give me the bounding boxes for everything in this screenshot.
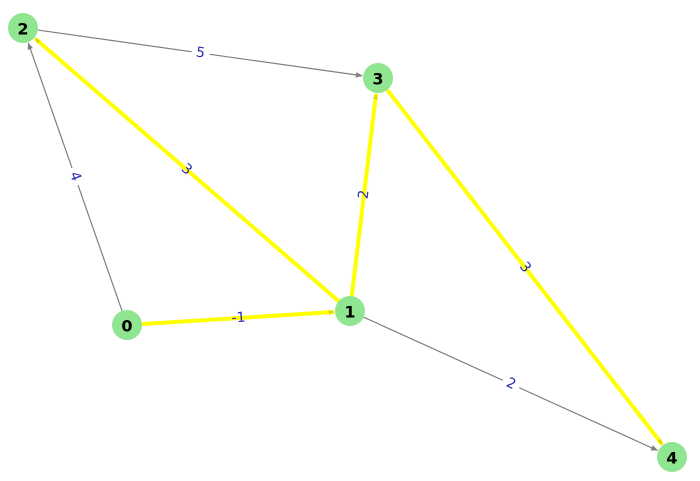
node-label: 3	[372, 70, 383, 89]
node-1[interactable]: 1	[335, 296, 365, 326]
node-label: 0	[121, 317, 132, 336]
node-0[interactable]: 0	[112, 310, 142, 340]
edge-label-1-to-3: 2	[356, 189, 373, 200]
node-circle[interactable]	[363, 63, 393, 93]
edge-weight-label: 2	[356, 189, 373, 200]
edge-weight-label: -1	[231, 310, 246, 327]
node-circle[interactable]	[112, 310, 142, 340]
node-label: 4	[666, 449, 677, 468]
edges-layer	[27, 29, 664, 451]
edge-label-0-to-2: 4	[63, 165, 87, 188]
nodes-layer: 0 1 2 3 4	[8, 13, 687, 472]
edge-3-to-4	[385, 88, 664, 446]
edge-0-to-1	[141, 309, 335, 327]
edge-weight-label: 5	[195, 44, 206, 61]
node-label: 1	[344, 303, 355, 322]
node-label: 2	[17, 20, 28, 39]
node-circle[interactable]	[8, 13, 38, 43]
node-2[interactable]: 2	[8, 13, 38, 43]
edge-label-2-to-3: 5	[190, 42, 211, 64]
node-4[interactable]: 4	[657, 442, 687, 472]
edge-1-to-3	[349, 93, 379, 297]
edge-1-to-2	[33, 36, 340, 303]
node-circle[interactable]	[335, 296, 365, 326]
edge-label-background	[63, 165, 87, 188]
node-circle[interactable]	[657, 442, 687, 472]
edge-label-0-to-1: -1	[231, 310, 246, 327]
edge-label-background	[190, 42, 211, 64]
edge-label-background	[499, 372, 523, 396]
edge-label-1-to-4: 2	[499, 372, 523, 396]
node-3[interactable]: 3	[363, 63, 393, 93]
